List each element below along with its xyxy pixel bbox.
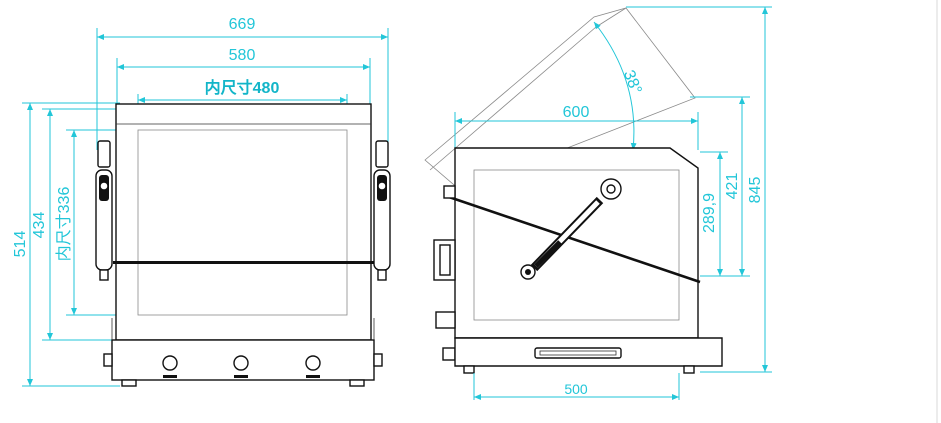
right-gas-strut xyxy=(373,140,391,281)
lid-edge-line xyxy=(445,194,701,284)
label-inner-336: 内尺寸336 xyxy=(55,187,73,262)
side-handle-slot xyxy=(534,347,622,359)
dimension-overall-height: 514 xyxy=(12,102,120,387)
side-body xyxy=(454,147,699,339)
label-600: 600 xyxy=(563,104,590,121)
front-body xyxy=(115,103,372,341)
dimension-base-length: 500 xyxy=(473,373,680,400)
label-514: 514 xyxy=(12,231,29,258)
dimension-lid-angle: 38° xyxy=(593,21,645,151)
front-knob-2 xyxy=(233,355,249,378)
side-inner-chamber xyxy=(473,169,680,321)
dimension-total-height: 845 xyxy=(626,6,772,373)
dimension-body-height: 434 xyxy=(31,108,120,341)
side-view: 38° 600 845 421 289,9 xyxy=(424,6,772,400)
dimension-depth: 600 xyxy=(454,104,699,150)
front-seam xyxy=(113,261,375,264)
dimension-421: 421 xyxy=(690,96,750,277)
label-inner-480: 内尺寸480 xyxy=(205,78,280,97)
front-view: 669 580 内尺寸480 514 434 xyxy=(12,16,391,387)
label-845: 845 xyxy=(747,177,764,204)
dimension-289: 289,9 xyxy=(700,151,728,277)
front-knob-3 xyxy=(305,355,321,378)
label-434: 434 xyxy=(31,212,48,239)
side-gas-strut xyxy=(520,178,622,280)
side-connector xyxy=(435,311,456,329)
label-421: 421 xyxy=(724,173,741,200)
dimension-body-width: 580 xyxy=(116,47,371,104)
label-38-deg: 38° xyxy=(620,68,645,97)
label-669: 669 xyxy=(229,16,256,33)
front-inner-chamber xyxy=(137,129,348,316)
label-500: 500 xyxy=(564,381,588,397)
label-580: 580 xyxy=(229,47,256,64)
label-289-9: 289,9 xyxy=(701,193,718,233)
left-gas-strut xyxy=(95,140,113,281)
front-knob-1 xyxy=(162,355,178,378)
dimension-inner-height: 内尺寸336 xyxy=(55,129,140,316)
